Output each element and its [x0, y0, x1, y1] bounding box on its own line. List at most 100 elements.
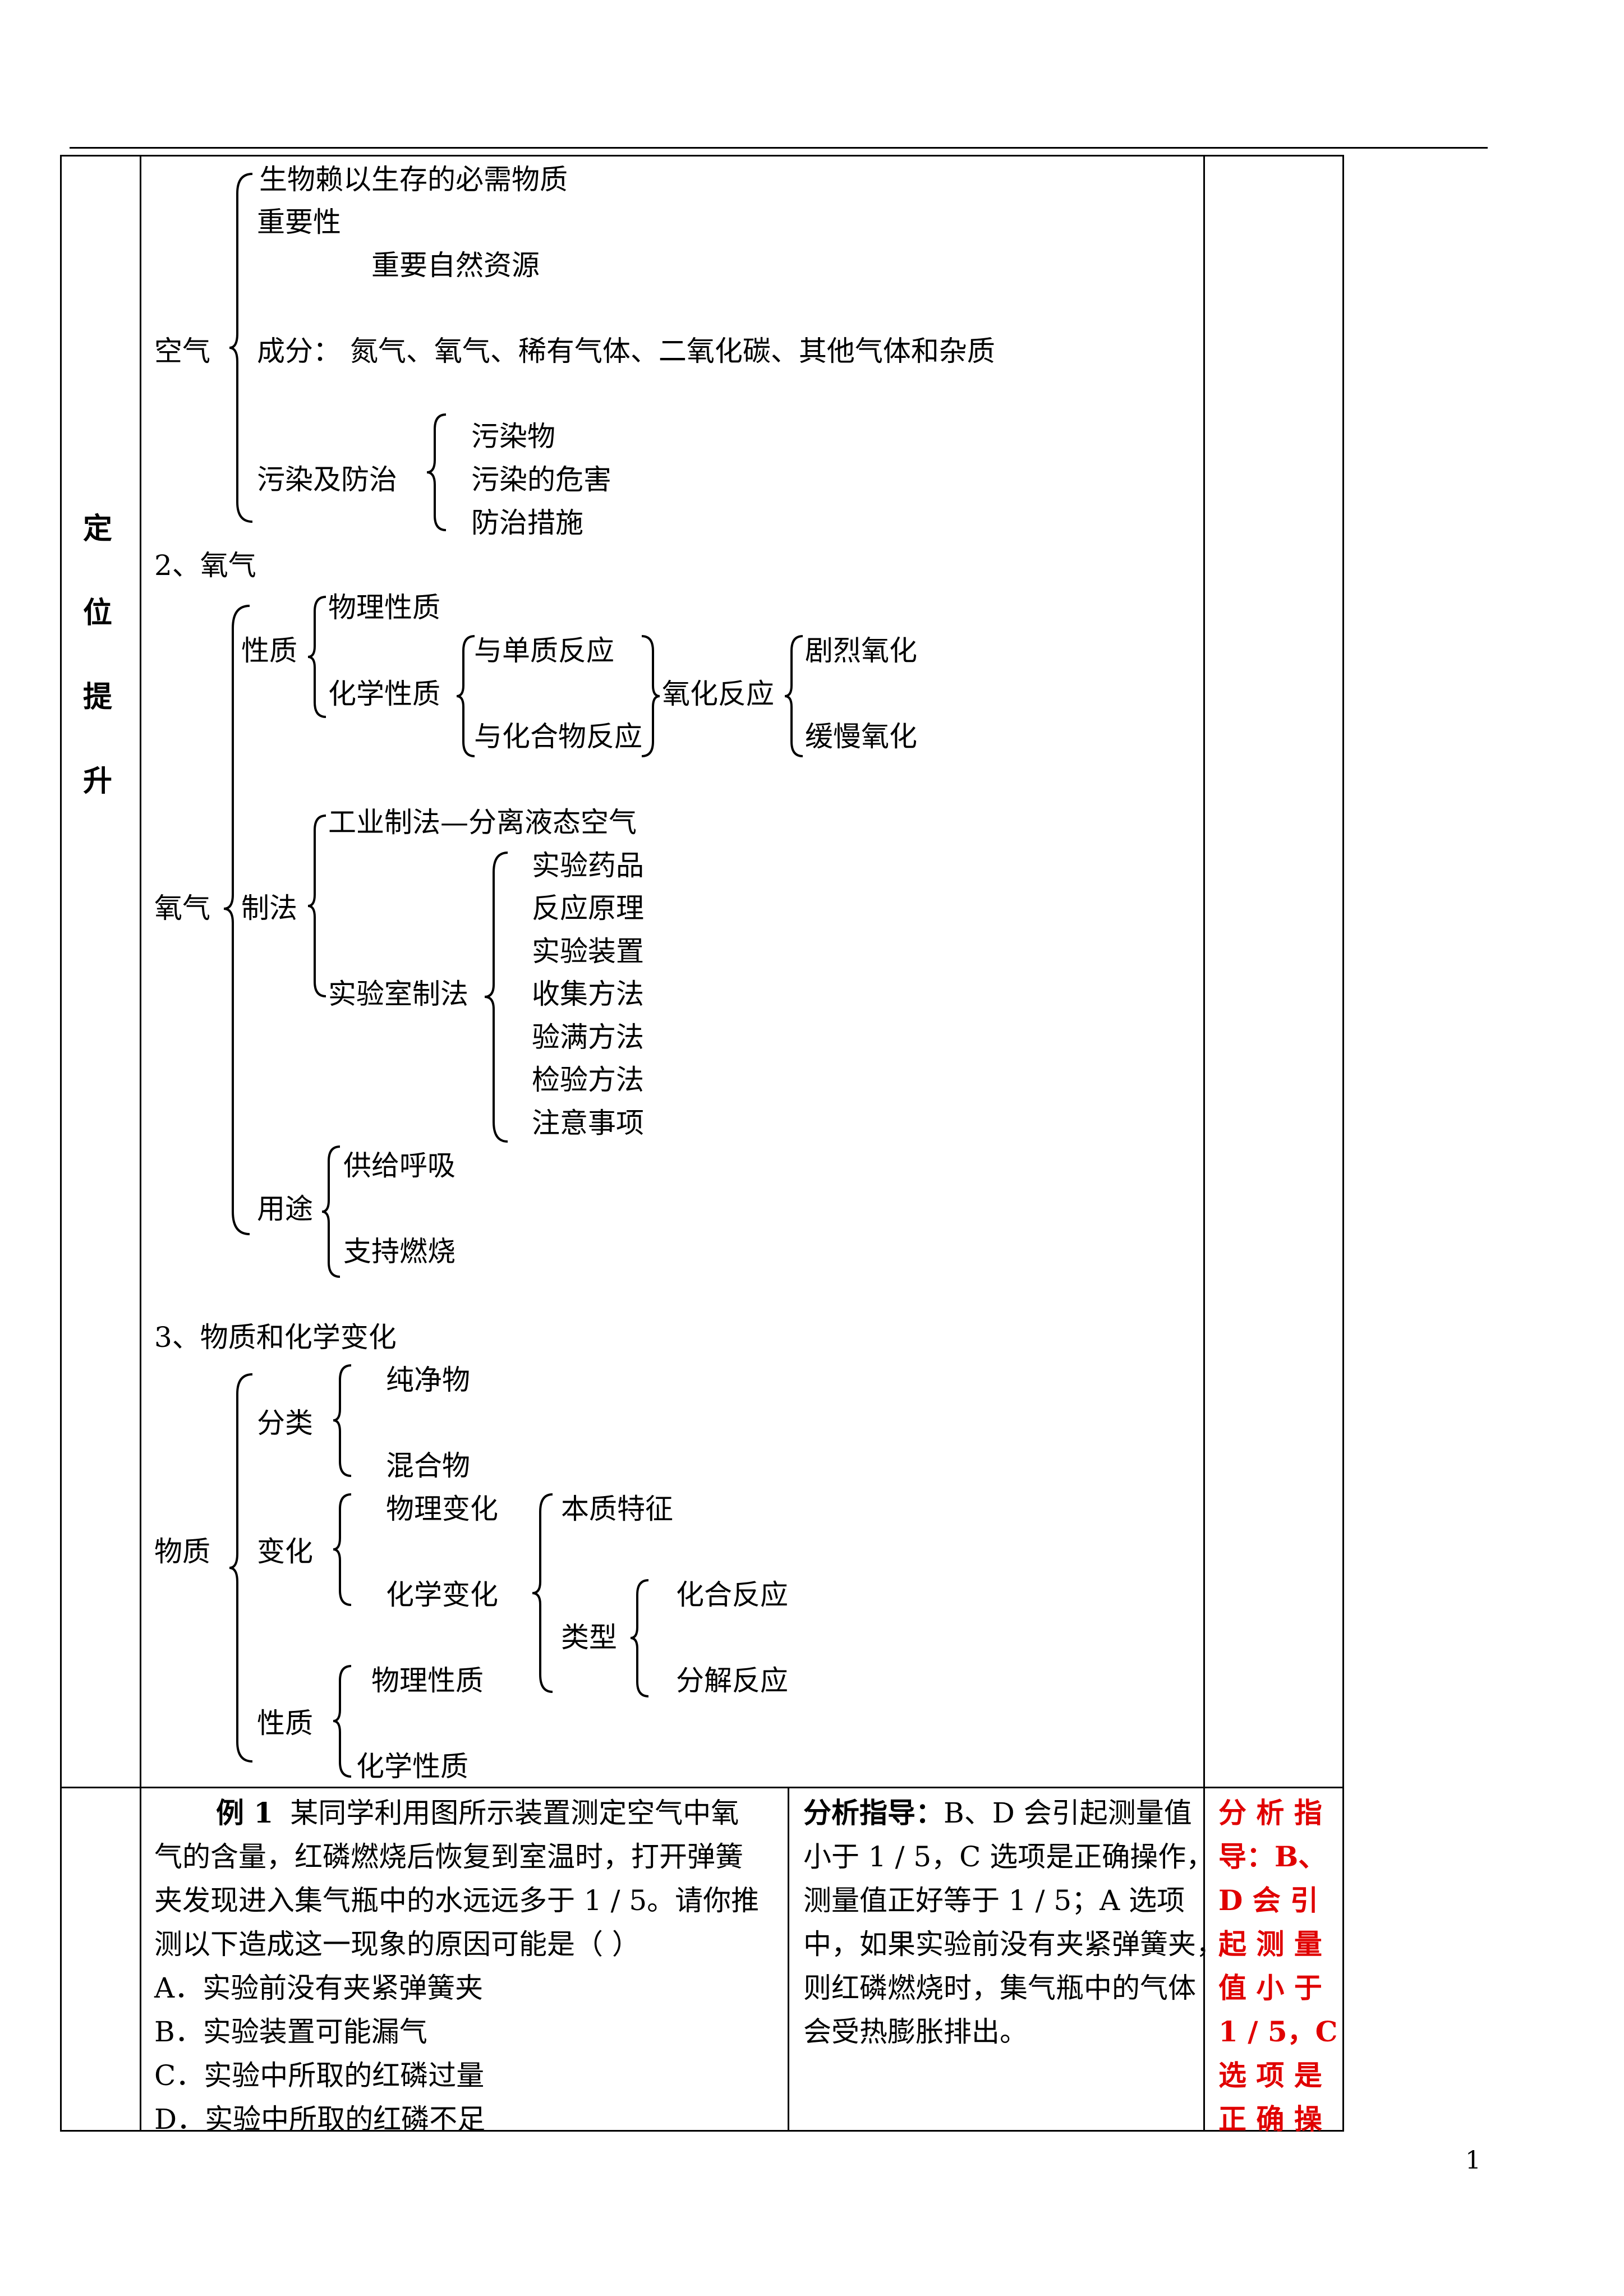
brace-icon	[333, 1665, 352, 1778]
analysis-line: 中，如果实验前没有夹紧弹簧夹，	[803, 1928, 1224, 1961]
table-right-border	[1342, 155, 1344, 2132]
brace-icon	[333, 1493, 352, 1606]
slow-oxidation: 缓慢氧化	[805, 720, 917, 753]
analysis-line: 会受热膨胀排出。	[803, 2016, 1028, 2048]
matter-root-label: 物质	[154, 1535, 210, 1568]
analysis-line: B、D 会引起测量值	[944, 1797, 1192, 1829]
column-divider-2	[788, 1787, 789, 2132]
oxygen-root-label: 氧气	[154, 892, 210, 924]
combination-reaction: 化合反应	[676, 1579, 788, 1611]
lab-item: 实验装置	[532, 935, 644, 968]
option-c: C．实验中所取的红磷过量	[154, 2059, 485, 2092]
brace-icon	[426, 413, 447, 531]
lab-item: 检验方法	[532, 1064, 644, 1096]
option-d: D．实验中所取的红磷不足	[154, 2103, 486, 2136]
question-line: 测以下造成这一现象的原因可能是（ ）	[154, 1928, 640, 1961]
importance-item-2: 重要自然资源	[371, 249, 540, 282]
decomposition-reaction: 分解反应	[676, 1664, 788, 1697]
brace-icon	[229, 173, 253, 523]
violent-oxidation: 剧烈氧化	[805, 634, 917, 667]
lab-item: 实验药品	[532, 849, 644, 882]
essence-feature: 本质特征	[561, 1493, 673, 1525]
question-text: 某同学利用图所示装置测定空气中氧	[290, 1797, 739, 1829]
table-top-border	[60, 155, 1344, 157]
analysis-line: 小于 1 / 5，C 选项是正确操作，	[803, 1841, 1214, 1873]
sidebar-char: 升	[83, 764, 113, 798]
note-line: 值 小 于	[1218, 1971, 1322, 2004]
matter-property-label: 性质	[257, 1707, 313, 1740]
pollution-label: 污染及防治	[257, 463, 397, 496]
brace-icon	[307, 596, 326, 718]
note-line: 分 析 指	[1218, 1796, 1322, 1829]
lab-item: 验满方法	[532, 1021, 644, 1053]
oxygen-heading: 2、氧气	[154, 549, 256, 582]
chemical-property: 化学性质	[328, 678, 440, 710]
note-line: 选 项 是	[1218, 2059, 1322, 2092]
question-line: 夹发现进入集气瓶中的水远远多于 1 / 5。请你推	[154, 1884, 760, 1917]
analysis-label: 分析指导：	[803, 1796, 944, 1829]
oxygen-property-label: 性质	[241, 634, 297, 667]
brace-icon	[784, 635, 803, 757]
matter-heading: 3、物质和化学变化	[154, 1321, 397, 1354]
brace-icon	[307, 815, 326, 997]
example-label: 例 1	[216, 1796, 274, 1829]
table-bottom-border	[60, 2130, 1344, 2132]
option-b: B．实验装置可能漏气	[154, 2016, 427, 2048]
option-a: A．实验前没有夹紧弹簧夹	[154, 1972, 484, 2004]
mixture: 混合物	[386, 1450, 470, 1482]
air-composition: 成分： 氮气、氧气、稀有气体、二氧化碳、其他气体和杂质	[257, 335, 995, 367]
note-line: 导：B、	[1218, 1840, 1327, 1873]
column-divider-3	[1203, 155, 1205, 2132]
sidebar-char: 提	[83, 680, 113, 714]
lab-method: 实验室制法	[328, 978, 468, 1010]
brace-icon	[333, 1364, 352, 1477]
importance-item-1: 生物赖以生存的必需物质	[259, 163, 568, 196]
page-number: 1	[1465, 2146, 1481, 2175]
note-line: 起 测 量	[1218, 1927, 1322, 1961]
row-divider	[60, 1787, 1344, 1788]
table-left-border	[60, 155, 62, 2132]
lab-item: 收集方法	[532, 978, 644, 1010]
brace-icon	[223, 605, 250, 1235]
oxidation-reaction: 氧化反应	[662, 678, 774, 710]
column-divider-1	[140, 155, 141, 2132]
chemical-change: 化学变化	[386, 1579, 498, 1611]
pollution-item-1: 污染物	[471, 420, 555, 453]
brace-icon	[321, 1145, 341, 1278]
type-label: 类型	[561, 1621, 617, 1654]
react-with-compound: 与化合物反应	[474, 720, 642, 753]
matter-chemical-property: 化学性质	[356, 1750, 468, 1783]
classify-label: 分类	[257, 1407, 313, 1439]
lab-item: 反应原理	[532, 892, 644, 924]
physical-property: 物理性质	[328, 591, 440, 624]
use-item-1: 供给呼吸	[343, 1149, 456, 1182]
analysis-line: 测量值正好等于 1 / 5；A 选项	[803, 1884, 1185, 1917]
analysis-line: 则红磷燃烧时，集气瓶中的气体	[803, 1972, 1196, 2004]
brace-icon	[456, 635, 475, 757]
physical-change: 物理变化	[386, 1493, 498, 1525]
pollution-item-2: 污染的危害	[471, 463, 611, 496]
note-line: 正 确 操	[1218, 2102, 1322, 2136]
brace-icon	[630, 1579, 649, 1697]
note-line: 1 / 5，C	[1218, 2015, 1338, 2048]
header-rule	[70, 147, 1488, 149]
question-line-1: 例 1 某同学利用图所示装置测定空气中氧	[154, 1791, 780, 1835]
preparation-label: 制法	[241, 892, 297, 924]
use-item-2: 支持燃烧	[343, 1235, 456, 1268]
pure-substance: 纯净物	[386, 1364, 470, 1396]
lab-item: 注意事项	[532, 1107, 644, 1139]
matter-physical-property: 物理性质	[371, 1664, 484, 1697]
question-line: 气的含量，红磷燃烧后恢复到室温时，打开弹簧	[154, 1841, 743, 1873]
air-root-label: 空气	[154, 335, 210, 367]
brace-icon	[229, 1373, 253, 1763]
brace-icon	[532, 1493, 553, 1693]
brace-icon	[641, 635, 660, 757]
change-label: 变化	[257, 1535, 313, 1568]
note-line: D 会 引	[1218, 1884, 1319, 1917]
react-with-element: 与单质反应	[474, 634, 614, 667]
importance-label: 重要性	[257, 206, 341, 238]
brace-icon	[484, 852, 508, 1143]
use-label: 用途	[257, 1193, 313, 1225]
pollution-item-3: 防治措施	[471, 507, 583, 539]
industrial-method: 工业制法—分离液态空气	[328, 806, 637, 839]
